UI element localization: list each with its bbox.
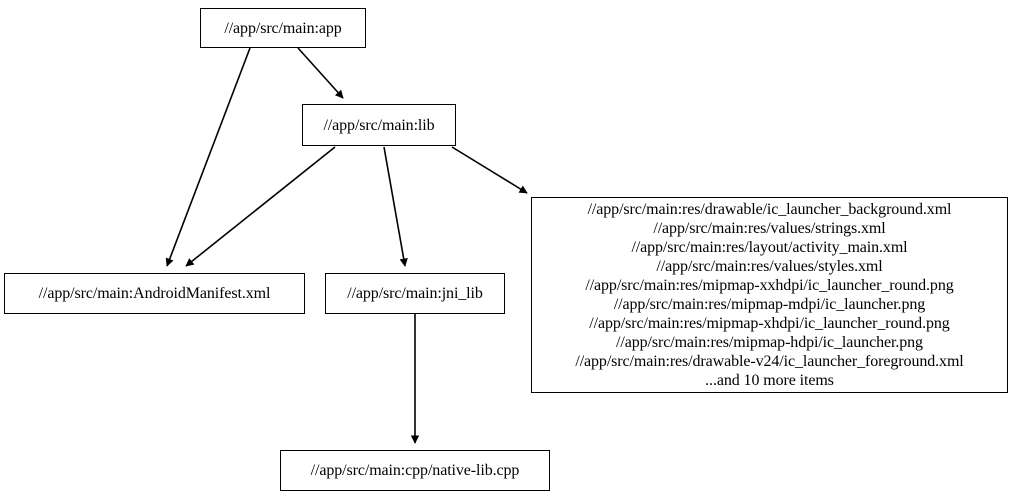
node-native-lib-cpp-label: //app/src/main:cpp/native-lib.cpp xyxy=(310,462,520,479)
node-android-manifest[interactable]: //app/src/main:AndroidManifest.xml xyxy=(4,273,305,314)
node-app[interactable]: //app/src/main:app xyxy=(200,8,366,48)
node-jni-lib-label: //app/src/main:jni_lib xyxy=(347,285,483,302)
node-lib[interactable]: //app/src/main:lib xyxy=(302,104,456,146)
node-lib-label: //app/src/main:lib xyxy=(323,116,435,134)
node-res-group-label: //app/src/main:res/drawable/ic_launcher_… xyxy=(575,201,964,389)
node-android-manifest-label: //app/src/main:AndroidManifest.xml xyxy=(38,285,271,302)
node-jni-lib[interactable]: //app/src/main:jni_lib xyxy=(325,273,505,314)
node-app-label: //app/src/main:app xyxy=(224,19,342,37)
edge-lib-to-manifest xyxy=(185,146,336,267)
node-native-lib-cpp[interactable]: //app/src/main:cpp/native-lib.cpp xyxy=(280,450,550,491)
edge-lib-to-res xyxy=(451,146,528,194)
node-res-group[interactable]: //app/src/main:res/drawable/ic_launcher_… xyxy=(531,197,1008,393)
edge-app-to-manifest xyxy=(165,47,251,267)
edge-app-to-lib xyxy=(297,47,344,99)
edge-lib-to-jni-lib xyxy=(383,146,408,267)
